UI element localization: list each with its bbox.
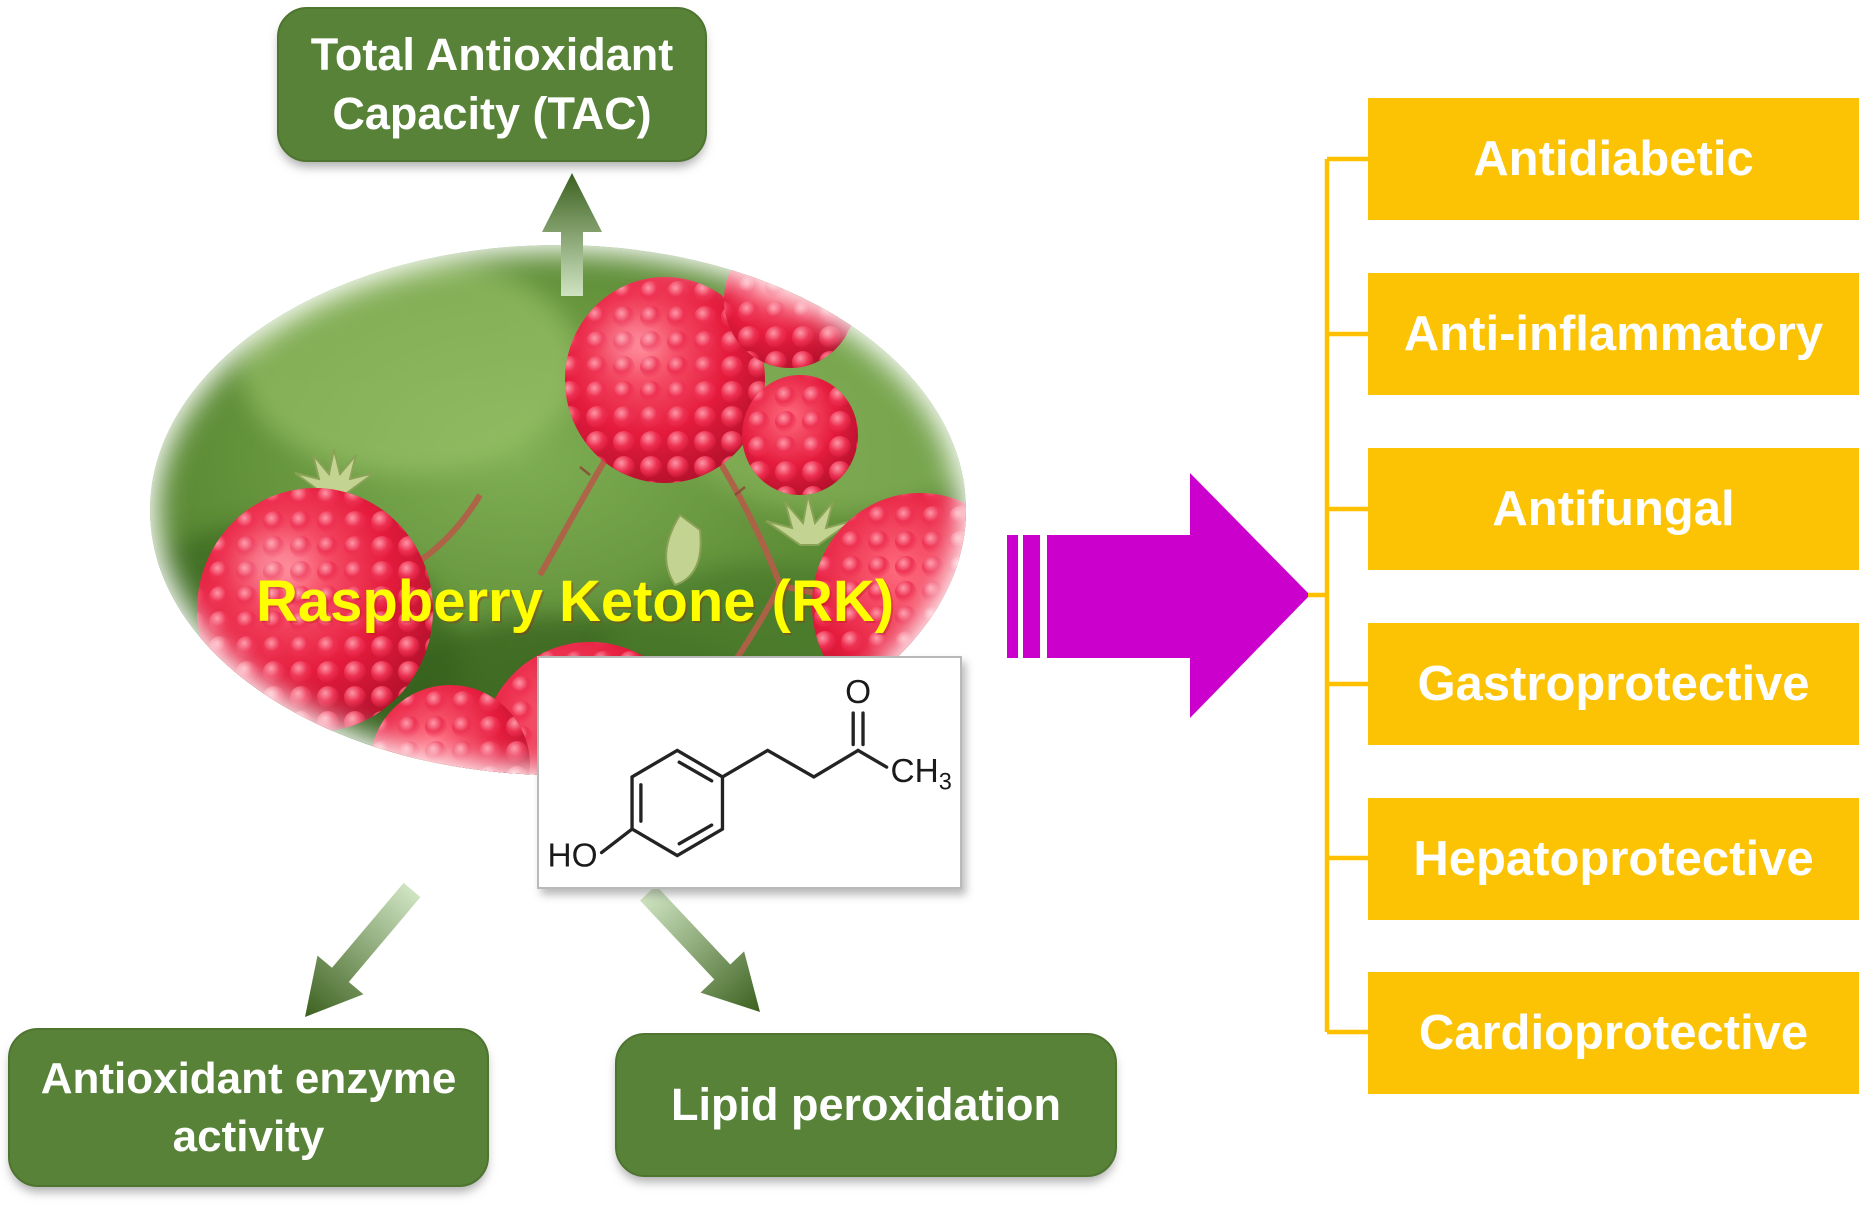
effect-box-antifungal: Antifungal [1368, 448, 1859, 570]
total-antioxidant-capacity-box: Total Antioxidant Capacity (TAC) [277, 7, 707, 162]
effect-box-antidiabetic: Antidiabetic [1368, 98, 1859, 220]
antioxidant-enzyme-activity-box: Antioxidant enzyme activity [8, 1028, 489, 1187]
methyl-label: CH3 [891, 753, 952, 795]
effect-box-cardioprotective: Cardioprotective [1368, 972, 1859, 1094]
effect-box-hepatoprotective: Hepatoprotective [1368, 798, 1859, 920]
raspberry-ketone-structure: O HO CH3 [548, 674, 952, 874]
effect-box-gastroprotective: Gastroprotective [1368, 623, 1859, 745]
arrow-up-to-tac-icon [542, 173, 602, 296]
chemical-structure-card: O HO CH3 [537, 656, 962, 889]
effects-bracket [1308, 156, 1369, 1035]
striped-right-arrow-icon [1007, 473, 1310, 718]
oxygen-label: O [845, 674, 871, 711]
effect-box-anti-inflammatory: Anti-inflammatory [1368, 273, 1859, 395]
arrow-down-left-icon [305, 882, 421, 1017]
hydroxyl-label: HO [548, 837, 598, 874]
raspberry-ketone-label: Raspberry Ketone (RK) [255, 569, 895, 634]
arrow-down-right-icon [640, 885, 760, 1012]
lipid-peroxidation-box: Lipid peroxidation [615, 1033, 1117, 1177]
